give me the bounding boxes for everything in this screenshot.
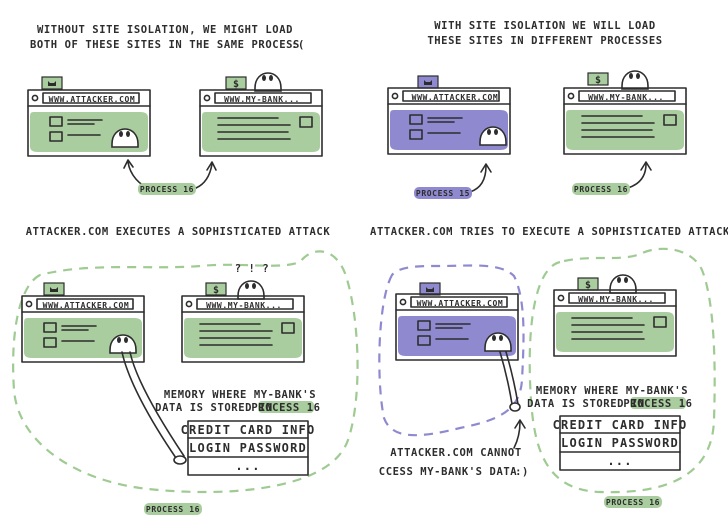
bank-browser-window: [199, 89, 323, 157]
cat-icon: [41, 76, 63, 90]
ghost-hand: [173, 455, 187, 465]
process-highlight: [258, 401, 314, 413]
cat-icon: [43, 282, 65, 296]
caption-line-1: With site isolation we will load: [434, 20, 656, 32]
arrow: [469, 165, 487, 193]
process-boundary-bank: [528, 247, 716, 494]
process-label: Process 16: [606, 498, 660, 507]
arrow-head: [123, 159, 134, 169]
process-badge: [138, 183, 196, 195]
attacker-browser-window: [387, 87, 511, 155]
memory-table: [559, 415, 681, 471]
bank-url: www.my-bank...: [578, 295, 654, 304]
caption-line-2: these sites in different processes: [427, 35, 662, 47]
dollar-icon: [225, 76, 247, 91]
attacker-url: www.attacker.com: [43, 301, 130, 310]
arrow-head: [640, 161, 652, 171]
panel-title: attacker.com tries to execute a sophisti…: [370, 226, 728, 238]
process-boundary-attacker: [378, 264, 525, 437]
bank-url: www.my-bank...: [206, 301, 282, 310]
memory-row: ...: [235, 459, 260, 473]
memory-table: [187, 420, 309, 476]
process-label: Process 16: [146, 505, 200, 514]
arrow: [195, 163, 213, 189]
blocked-caption-line-1: attacker.com cannot: [390, 447, 522, 459]
panel-top-right: With site isolation we will load these s…: [387, 20, 687, 199]
bank-browser-window: [553, 289, 677, 357]
ghost-hand: [509, 402, 521, 412]
panel-bottom-left: attacker.com executes a sophisticated at…: [12, 226, 359, 515]
surprise-marks: ? ! ?: [235, 263, 270, 275]
attacker-url: www.attacker.com: [412, 93, 499, 102]
attacker-url: www.attacker.com: [49, 95, 136, 104]
memory-row: Login password: [189, 441, 307, 455]
dollar-icon: [205, 282, 227, 297]
process-badge: [604, 496, 662, 508]
attacker-url: www.attacker.com: [417, 299, 504, 308]
happy-face: :): [515, 466, 529, 478]
memory-caption-line-2: data is stored in: [155, 402, 273, 414]
blocked-caption-line-2: ccess my-bank's data: [379, 466, 518, 478]
process-label: Process 16: [140, 185, 194, 194]
memory-row: ...: [607, 454, 632, 468]
caption-line-2: both of these sites in the same process: [30, 39, 300, 51]
process-badge: [414, 187, 472, 199]
ghost-arm: [499, 351, 513, 405]
panel-top-left: Without site isolation, we might load bo…: [27, 24, 323, 195]
arrow-head: [206, 161, 217, 171]
ghost-arm: [129, 351, 185, 457]
arrow: [627, 163, 647, 189]
process-badge: [572, 183, 630, 195]
memory-row: Credit card info: [553, 418, 688, 432]
arrow-head: [514, 419, 526, 429]
arrow: [513, 421, 521, 449]
dollar-icon: [577, 277, 599, 292]
memory-row: Credit card info: [181, 423, 316, 437]
memory-caption-line-1: Memory where my-bank's: [164, 389, 316, 401]
memory-row: Login password: [561, 436, 679, 450]
process-highlight: [630, 397, 686, 409]
process-label: Process 16: [574, 185, 628, 194]
process-boundary: [12, 250, 359, 494]
memory-caption-highlight: Process 16: [251, 402, 320, 414]
memory-caption-line-2: data is stored in: [527, 398, 645, 410]
ghost-arm: [121, 351, 177, 459]
panel-bottom-right: attacker.com tries to execute a sophisti…: [370, 226, 728, 508]
arrow-head: [480, 163, 492, 173]
memory-caption-highlight: Process 16: [623, 398, 692, 410]
bank-browser-window: [563, 87, 687, 155]
dollar-icon: [587, 72, 609, 87]
ghost-icon: [254, 72, 282, 92]
bank-url: www.my-bank...: [588, 93, 664, 102]
ghost-arm: [505, 351, 519, 405]
bank-browser-window: [181, 295, 305, 363]
caption-line-1: Without site isolation, we might load: [37, 24, 293, 36]
bank-url: www.my-bank...: [224, 95, 300, 104]
process-label: Process 15: [416, 189, 470, 198]
ghost-icon: [621, 70, 649, 90]
memory-caption-line-1: Memory where my-bank's: [536, 385, 688, 397]
sad-face: :(: [291, 39, 305, 51]
panel-title: attacker.com executes a sophisticated at…: [26, 226, 331, 238]
process-badge: [144, 503, 202, 515]
